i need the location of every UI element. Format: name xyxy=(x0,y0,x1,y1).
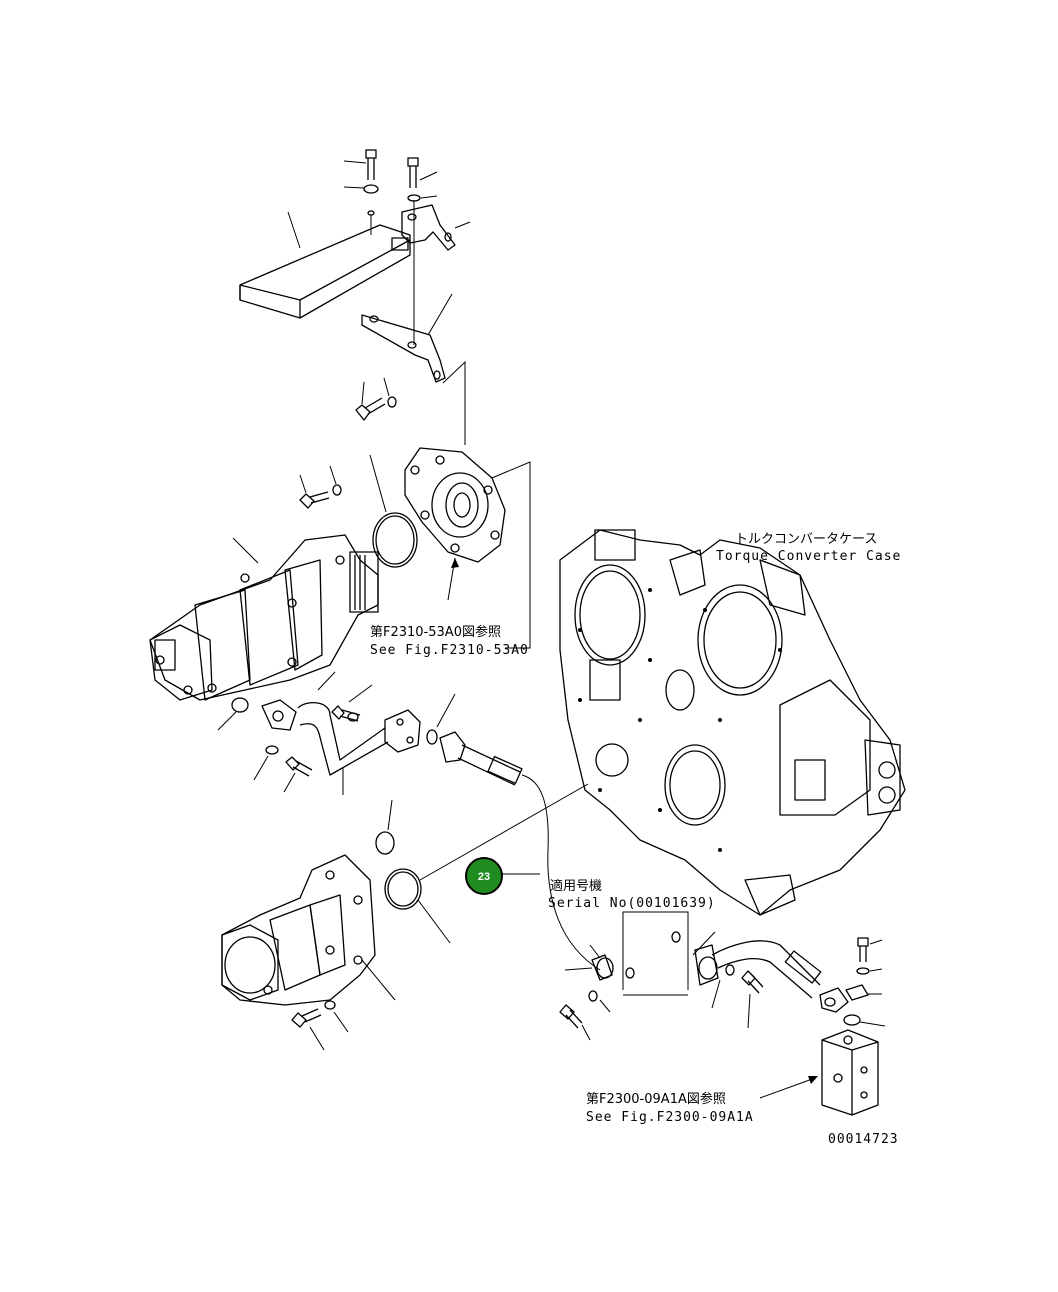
bolt-top-left xyxy=(343,149,379,216)
callout-23[interactable]: 23 xyxy=(465,857,540,895)
o-ring-large xyxy=(369,454,418,568)
clamp-right xyxy=(692,931,721,1009)
ref2-label-jp: 第F2300-09A1A図参照 xyxy=(586,1091,726,1107)
hydraulic-pump-upper xyxy=(149,534,379,701)
adapter-plate xyxy=(404,447,531,649)
bolt-elbow xyxy=(283,756,313,793)
bracket-lower xyxy=(361,293,453,383)
drawing-number: 00014723 xyxy=(828,1132,899,1147)
serial-range-bracket xyxy=(622,911,689,996)
o-ring-lower-large xyxy=(384,783,589,944)
serial-label-en: Serial No(00101639) xyxy=(548,896,716,911)
bolt-pump-top xyxy=(299,465,342,509)
clamp-left xyxy=(564,944,614,981)
bolt-top-right xyxy=(407,157,438,202)
converter-case-label-jp: トルクコンバータケース xyxy=(735,532,877,547)
callout-23-number[interactable]: 23 xyxy=(478,871,490,883)
o-ring-tube xyxy=(426,693,456,745)
bolt-bottom-right xyxy=(843,937,886,1027)
serial-label-jp: 適用号機 xyxy=(550,878,602,894)
bolt-tube xyxy=(331,684,373,722)
bolt-mid xyxy=(355,377,397,421)
cover-plate xyxy=(239,211,411,319)
o-ring-small-left xyxy=(217,697,249,731)
hydraulic-pump-lower xyxy=(221,854,396,1006)
converter-case-label-en: Torque Converter Case xyxy=(716,549,901,564)
washer-left xyxy=(625,931,681,979)
o-ring-lower-small xyxy=(375,799,395,855)
bracket-upper xyxy=(391,204,471,251)
strainer-stud xyxy=(439,731,601,971)
suction-tube xyxy=(297,671,421,795)
bolt-clamp-right xyxy=(725,964,764,1029)
delivery-tube xyxy=(711,940,849,1013)
ref2-label-en: See Fig.F2300-09A1A xyxy=(586,1110,754,1125)
elbow-fitting xyxy=(253,699,297,781)
ref1-label-en: See Fig.F2310-53A0 xyxy=(370,643,529,658)
bolt-clamp-left xyxy=(559,990,611,1041)
torque-converter-case xyxy=(559,529,906,916)
bolt-lower-pump xyxy=(291,1000,349,1051)
callout-23-circle[interactable] xyxy=(465,857,503,895)
ref1-label-jp: 第F2310-53A0図参照 xyxy=(370,624,501,640)
valve-block xyxy=(759,1029,879,1116)
